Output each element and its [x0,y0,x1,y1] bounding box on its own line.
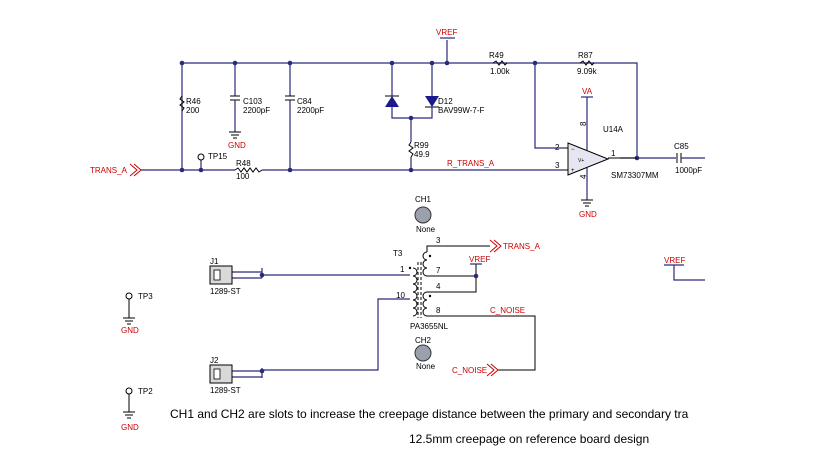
t3-ref: T3 [393,249,403,258]
r87-ref: R87 [578,51,593,60]
signal-line-wires [141,160,562,171]
diode-d12: D12 BAV99W-7-F [385,95,484,119]
r48-value: 100 [236,172,250,181]
r46-value: 200 [186,106,200,115]
tp3-ref: TP3 [138,292,153,301]
testpoint-tp15: TP15 [197,152,228,161]
c85-ref: C85 [674,142,689,151]
capacitor-c103: C103 2200pF [230,95,270,132]
t3-value: PA3655NL [410,322,449,331]
r49-value: 1.00k [490,67,511,76]
capacitor-c85: C85 1000pF [637,142,705,175]
d12-value: BAV99W-7-F [438,106,484,115]
u14a-pin4: 4 [579,174,588,179]
svg-text:+: + [571,168,575,174]
ch2-ref: CH2 [415,336,432,345]
r99-value: 49.9 [414,150,430,159]
transformer-t3: T3 1 10 3 7 4 8 PA3655NL [393,236,536,371]
r49-ref: R49 [489,51,504,60]
c-noise-port: C_NOISE [452,363,499,377]
tp2-ref: TP2 [138,387,153,396]
ch1-value: None [416,225,436,234]
j2-junction [259,368,265,374]
gnd-label-tp2: GND [121,423,139,432]
vref-t3-text: VREF [469,255,490,264]
r99-ref: R99 [414,141,429,150]
capacitor-c84: C84 2200pF [285,95,324,170]
gnd-label-c103: GND [228,141,246,150]
vref-top-text: VREF [436,28,457,37]
resistor-r99: R99 49.9 [408,118,430,170]
t3-pin8: 8 [436,306,441,315]
tp15-ref: TP15 [208,152,228,161]
t3-pin1: 1 [400,265,405,274]
primary-wires [232,268,410,378]
c85-value: 1000pF [675,166,702,175]
ch1-ref: CH1 [415,195,432,204]
j1-junction [259,272,265,278]
vref-right-label: VREF [664,256,705,281]
svg-text:−: − [571,147,575,153]
u14a-pin1: 1 [611,149,616,158]
j2-value: 1289-ST [210,386,241,395]
c84-value: 2200pF [297,106,324,115]
vref-right-text: VREF [664,256,685,265]
gnd-symbol-tp3: GND [121,317,139,335]
resistor-r87: R87 9.09k [577,51,598,76]
svg-text:V+: V+ [578,158,584,164]
t3-pin3: 3 [436,236,441,245]
vref-top-label: VREF [436,28,457,39]
resistor-r48: R48 100 [234,159,263,181]
right-margin [706,0,819,460]
u14a-pin3: 3 [555,161,560,170]
junction-dots [179,60,640,173]
note-line-2: 12.5mm creepage on reference board desig… [409,432,649,446]
c84-ref: C84 [297,97,312,106]
vref-t3-label: VREF [469,255,490,265]
j1-ref: J1 [210,257,219,266]
note-line-1: CH1 and CH2 are slots to increase the cr… [170,407,689,421]
c-noise-port-text: C_NOISE [452,366,487,375]
u14a-value: SM73307MM [611,171,659,180]
trans-a-input-port: TRANS_A [90,163,142,177]
connector-j2: J2 1289-ST [209,356,241,395]
d12-ref: D12 [438,97,453,106]
gnd-symbol-u14a: GND [579,199,597,219]
trans-a-output-port: TRANS_A [476,239,541,253]
c-noise-net-label: C_NOISE [490,306,525,315]
opamp-u14a: − + V+ 2 3 1 8 4 U14A SM73307MM [555,97,659,200]
j1-value: 1289-ST [210,287,241,296]
slot-ch2: CH2 None [414,336,436,371]
trans-a-out-text: TRANS_A [503,242,541,251]
c103-ref: C103 [243,97,263,106]
t3-pin7: 7 [436,266,441,275]
va-label: VA [581,87,593,98]
resistor-r46: R46 200 [179,95,201,115]
gnd-symbol-c103: GND [228,131,246,150]
trans-a-in-text: TRANS_A [90,166,128,175]
t3-pin10: 10 [396,291,405,300]
slot-ch1: CH1 None [414,195,436,234]
resistor-r49: R49 1.00k [489,51,511,76]
gnd-label-tp3: GND [121,326,139,335]
va-text: VA [582,87,593,96]
r46-ref: R46 [186,97,201,106]
connector-j1: J1 1289-ST [209,257,241,296]
gnd-label-u14a: GND [579,210,597,219]
ch2-value: None [416,362,436,371]
testpoint-tp3: TP3 [125,292,153,318]
c103-value: 2200pF [243,106,270,115]
t3-junction [473,273,479,279]
r48-ref: R48 [236,159,251,168]
t3-pin4: 4 [436,282,441,291]
r87-value: 9.09k [577,67,598,76]
u14a-ref: U14A [603,125,624,134]
u14a-pin8: 8 [579,121,588,126]
j2-ref: J2 [210,356,219,365]
u14a-pin2: 2 [555,143,560,152]
gnd-symbol-tp2: GND [121,411,139,432]
testpoint-tp2: TP2 [125,387,153,412]
r-trans-a-net-label: R_TRANS_A [447,159,495,168]
